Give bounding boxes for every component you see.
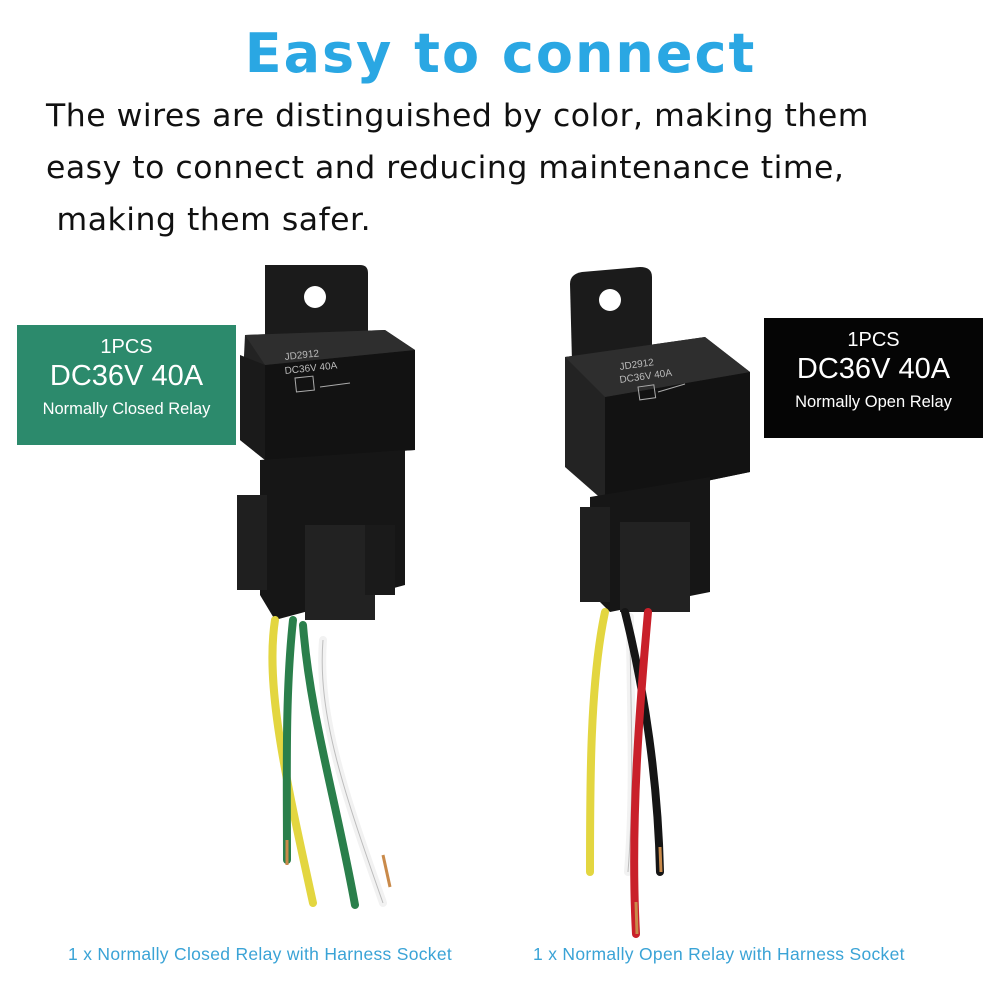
normally-open-relay-image: JD2912 DC36V 40A bbox=[565, 267, 750, 938]
normally-open-caption: 1 x Normally Open Relay with Harness Soc… bbox=[533, 944, 905, 964]
description-line: making them safer. bbox=[46, 202, 372, 238]
badge-spec: DC36V 40A bbox=[796, 353, 951, 385]
page-title: Easy to connect bbox=[244, 22, 757, 85]
badge-spec: DC36V 40A bbox=[49, 360, 204, 392]
normally-open-badge: 1PCS DC36V 40A Normally Open Relay bbox=[764, 318, 983, 438]
normally-closed-relay-image: JD2912 DC36V 40A bbox=[237, 265, 415, 909]
badge-type: Normally Open Relay bbox=[795, 393, 952, 411]
normally-closed-badge: 1PCS DC36V 40A Normally Closed Relay bbox=[17, 325, 236, 445]
badge-qty: 1PCS bbox=[100, 336, 153, 358]
badge-type: Normally Closed Relay bbox=[42, 400, 211, 418]
relay-model-text: JD2912 bbox=[619, 357, 655, 373]
description: The wires are distinguished by color, ma… bbox=[46, 90, 976, 246]
relay-model-text: JD2912 bbox=[284, 348, 320, 363]
badge-qty: 1PCS bbox=[847, 329, 900, 351]
normally-closed-caption: 1 x Normally Closed Relay with Harness S… bbox=[68, 944, 453, 964]
description-line: The wires are distinguished by color, ma… bbox=[46, 98, 869, 134]
description-line: easy to connect and reducing maintenance… bbox=[46, 150, 845, 186]
